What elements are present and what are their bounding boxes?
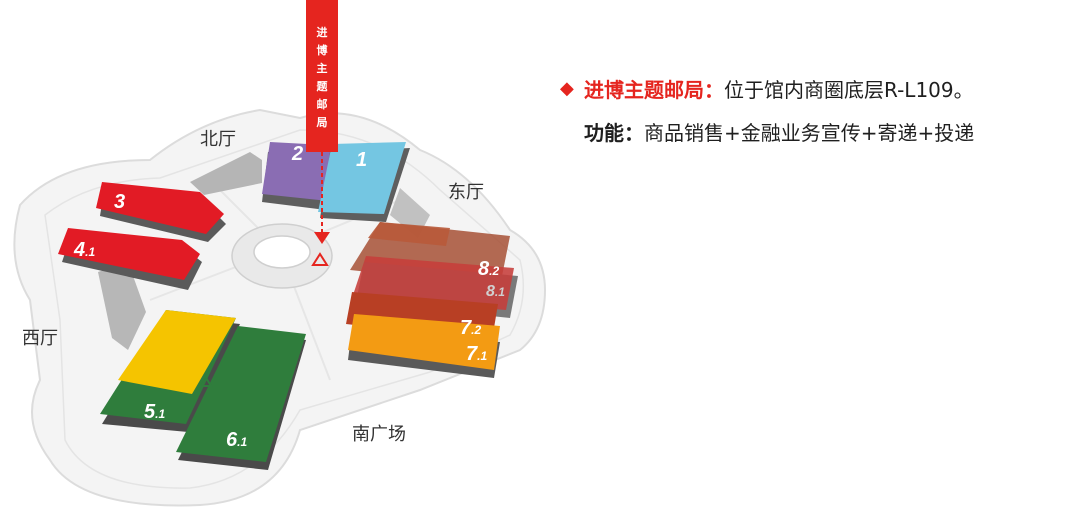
hall-3-label: 3	[114, 191, 126, 213]
north-hall-label: 北厅	[200, 129, 236, 150]
banner-char: 进	[316, 26, 328, 39]
banner-char: 博	[316, 44, 328, 57]
location-text: 位于馆内商圈底层R-L109。	[724, 77, 974, 102]
pointer-arrow-head-icon	[314, 232, 330, 244]
venue-outline-inner	[44, 129, 525, 489]
hall-7-2-label: 7.2	[460, 317, 482, 339]
banner-char: 主	[316, 62, 328, 75]
banner-char: 邮	[316, 98, 328, 111]
hall-1-label: 1	[356, 149, 368, 171]
function-key: 功能：	[584, 120, 644, 145]
location-line: ◆ 进博主题邮局： 位于馆内商圈底层R-L109。	[560, 74, 974, 102]
function-text: 商品销售+金融业务宣传+寄递+投递	[644, 120, 975, 145]
info-panel: ◆ 进博主题邮局： 位于馆内商圈底层R-L109。 功能： 商品销售+金融业务宣…	[560, 74, 974, 145]
hall-3	[96, 182, 224, 234]
hall-8-1-label: 8.1	[486, 283, 505, 300]
hall-1	[318, 142, 406, 214]
post-office-banner: 进 博 主 题 邮 局	[306, 0, 338, 152]
venue-map-graphic	[13, 108, 547, 507]
north-hall-block	[190, 152, 262, 195]
banner-char: 题	[316, 80, 328, 93]
hall-4-1-label: 4.1	[74, 239, 96, 261]
hall-7-1-label: 7.1	[466, 343, 488, 365]
hall-6-1	[176, 326, 306, 462]
hall-5-1-yellow	[118, 310, 236, 394]
hall-7-1	[348, 314, 500, 370]
secondary-marker-icon	[197, 374, 213, 387]
venue-map: 北厅 东厅 西厅 南广场 2 1 3 4.1 8.2 8.1 7.2 7.1 5…	[13, 0, 547, 507]
banner-char: 局	[316, 116, 328, 129]
hall-8-2-label: 8.2	[478, 258, 500, 280]
post-office-marker-icon	[311, 252, 329, 266]
diamond-bullet-icon: ◆	[560, 77, 574, 99]
function-line: 功能： 商品销售+金融业务宣传+寄递+投递	[560, 117, 974, 145]
west-hall-block	[98, 262, 146, 350]
hall-6-1-label: 6.1	[226, 429, 248, 451]
south-plaza-label: 南广场	[352, 424, 406, 445]
hall-4-1	[58, 228, 200, 280]
location-key: 进博主题邮局：	[584, 77, 724, 102]
west-hall-label: 西厅	[22, 328, 58, 349]
hall-2-label: 2	[292, 143, 304, 165]
hall-5-1-label: 5.1	[144, 401, 166, 423]
east-hall-label: 东厅	[448, 182, 484, 203]
